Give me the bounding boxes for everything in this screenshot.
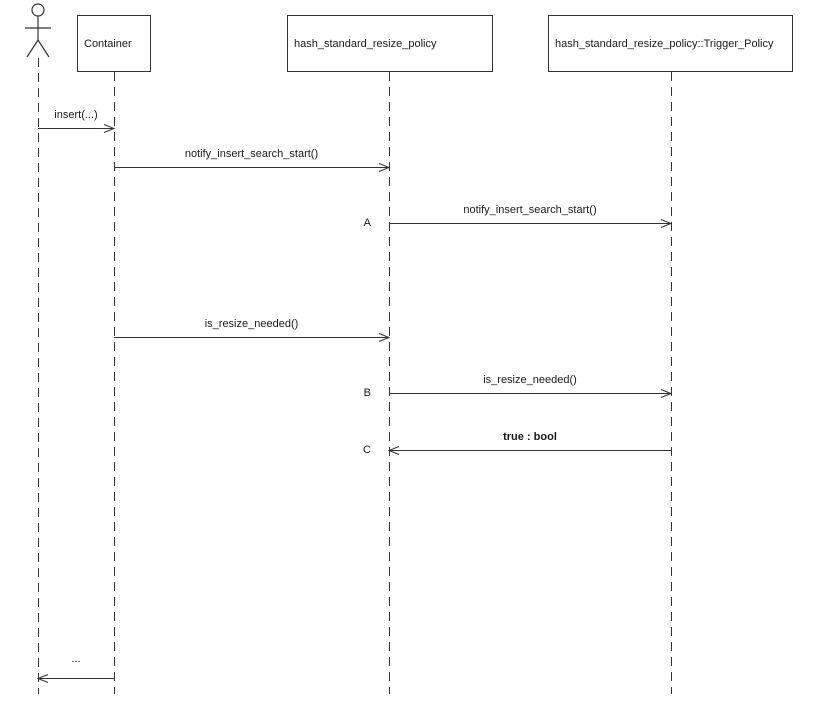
participant-box-trigger: hash_standard_resize_policy::Trigger_Pol… (548, 15, 793, 72)
arrowhead-icon (387, 446, 400, 455)
message-marker-c: C (363, 444, 371, 456)
participant-box-policy: hash_standard_resize_policy (287, 15, 493, 72)
message-marker-b: B (363, 387, 371, 399)
participant-box-container: Container (77, 15, 151, 72)
arrowhead-icon (378, 333, 391, 342)
arrowhead-icon (660, 219, 673, 228)
participant-label-container: Container (84, 37, 132, 50)
message-marker-a: A (363, 217, 371, 229)
arrowhead-icon (660, 389, 673, 398)
actor-icon (25, 3, 51, 58)
arrowhead-icon (103, 124, 116, 133)
participant-label-policy: hash_standard_resize_policy (294, 37, 437, 50)
participant-label-trigger: hash_standard_resize_policy::Trigger_Pol… (555, 37, 774, 50)
arrowhead-icon (36, 674, 49, 683)
arrowhead-icon (378, 163, 391, 172)
